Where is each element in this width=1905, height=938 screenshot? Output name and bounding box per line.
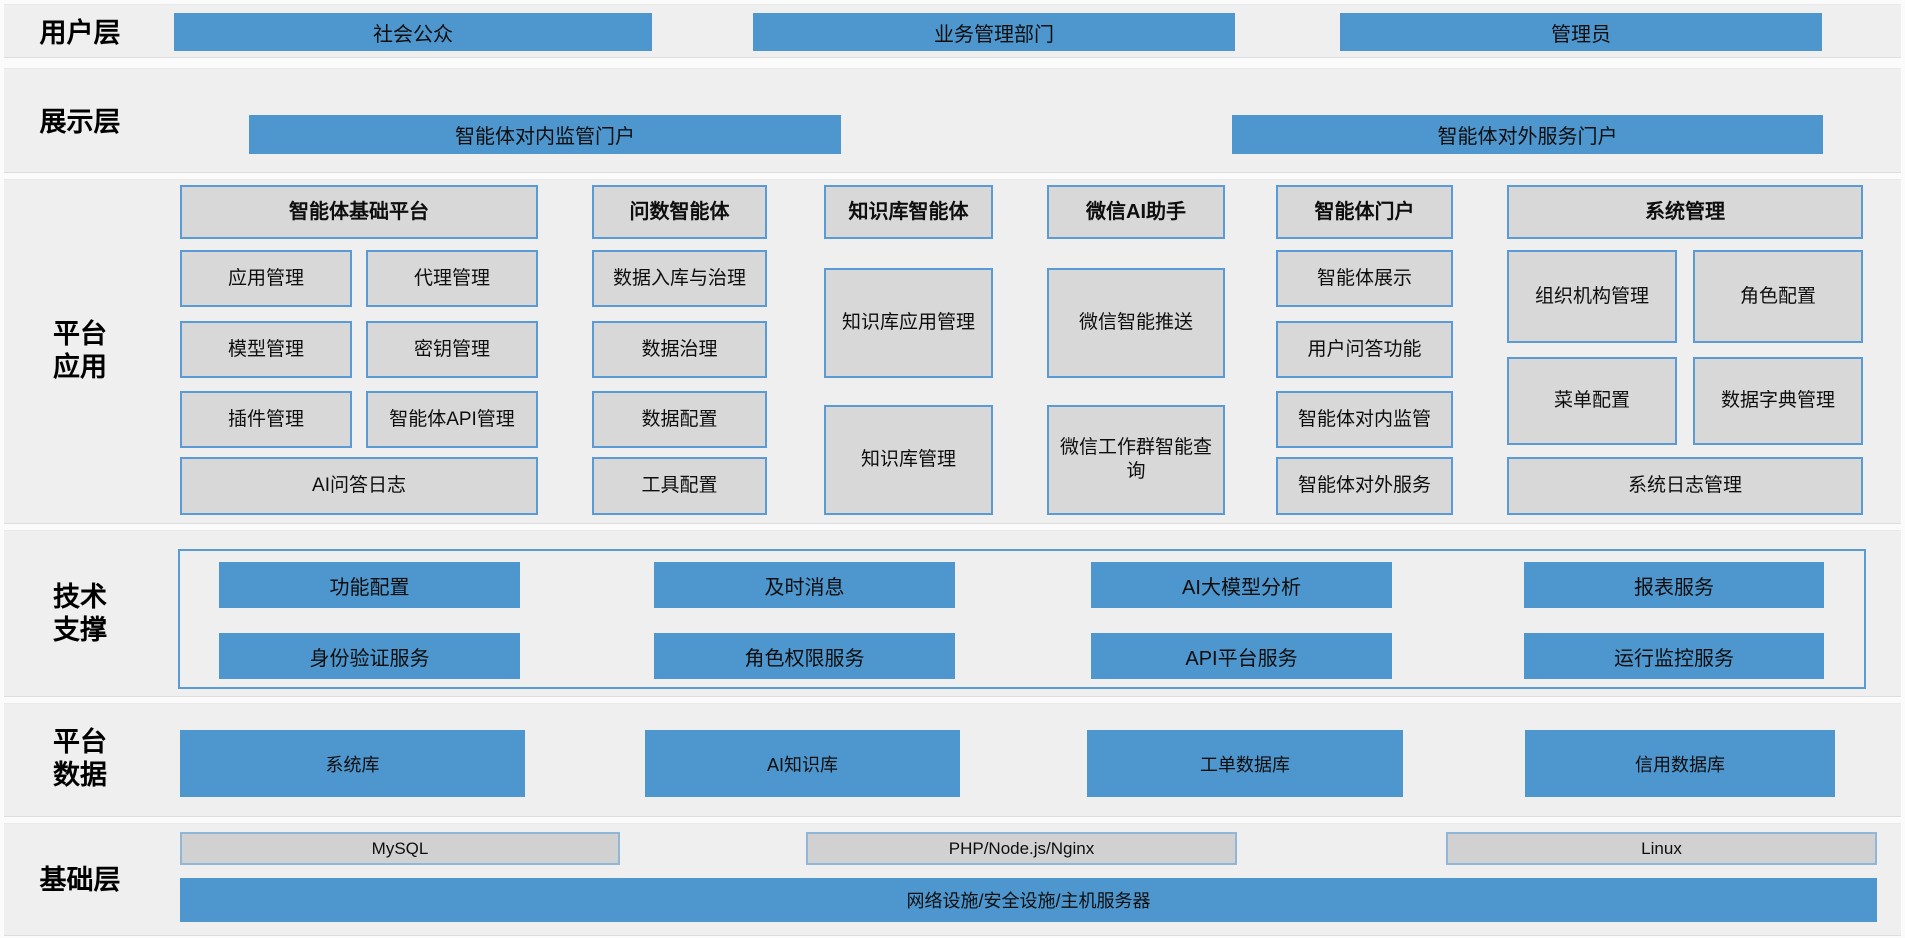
box-data-config: 数据配置: [592, 391, 767, 448]
bar-ticket-db: 工单数据库: [1087, 730, 1403, 797]
box-data-dictionary: 数据字典管理: [1693, 357, 1863, 445]
bar-api-platform: API平台服务: [1091, 633, 1392, 679]
box-data-ingest-governance: 数据入库与治理: [592, 250, 767, 307]
layer-user: 用户层 社会公众 业务管理部门 管理员: [4, 4, 1901, 58]
box-org-management: 组织机构管理: [1507, 250, 1677, 343]
box-app-management: 应用管理: [180, 250, 352, 307]
box-agent-api-management: 智能体API管理: [366, 391, 538, 448]
bar-admin: 管理员: [1340, 13, 1822, 51]
bar-ops-monitoring: 运行监控服务: [1524, 633, 1824, 679]
bar-function-config: 功能配置: [219, 562, 520, 608]
box-role-config: 角色配置: [1693, 250, 1863, 343]
layer-label-line1: 技术: [53, 582, 107, 612]
box-kb-app-management: 知识库应用管理: [824, 268, 993, 378]
bar-linux: Linux: [1446, 832, 1877, 865]
bar-network-security-host: 网络设施/安全设施/主机服务器: [180, 878, 1877, 922]
box-system-log: 系统日志管理: [1507, 457, 1863, 515]
layer-infrastructure: 基础层 MySQL PHP/Node.js/Nginx Linux 网络设施/安…: [4, 823, 1901, 936]
layer-label-line2: 数据: [53, 759, 107, 790]
bar-public: 社会公众: [174, 13, 652, 51]
bar-role-permission: 角色权限服务: [654, 633, 955, 679]
box-wechat-group-query: 微信工作群智能查询: [1047, 405, 1225, 515]
group-header-agent-base-platform: 智能体基础平台: [180, 185, 538, 239]
bar-instant-message: 及时消息: [654, 562, 955, 608]
box-tool-config: 工具配置: [592, 457, 767, 515]
bar-ai-knowledge-db: AI知识库: [645, 730, 960, 797]
bar-system-db: 系统库: [180, 730, 525, 797]
box-agent-external-service: 智能体对外服务: [1276, 457, 1453, 515]
bar-internal-portal: 智能体对内监管门户: [249, 115, 841, 154]
layer-label-display: 展示层: [39, 107, 121, 137]
box-agent-showcase: 智能体展示: [1276, 250, 1453, 307]
layer-label-line2: 应用: [53, 351, 107, 382]
box-data-governance: 数据治理: [592, 321, 767, 378]
tech-support-frame: [178, 549, 1866, 689]
layer-display: 展示层 智能体对内监管门户 智能体对外服务门户: [4, 68, 1901, 173]
layer-tech-support: 技术 支撑 功能配置 及时消息 AI大模型分析 报表服务 身份验证服务 角色权限…: [4, 530, 1901, 697]
layer-label-data: 平台 数据: [4, 726, 156, 792]
box-ai-qa-log: AI问答日志: [180, 457, 538, 515]
layer-platform-app: 平台 应用 智能体基础平台 应用管理 代理管理 模型管理 密钥管理 插件管理 智…: [4, 179, 1901, 524]
box-agent-management: 代理管理: [366, 250, 538, 307]
bar-mysql: MySQL: [180, 832, 620, 865]
layer-label-line1: 平台: [53, 727, 107, 757]
layer-platform-data: 平台 数据 系统库 AI知识库 工单数据库 信用数据库: [4, 703, 1901, 817]
layer-label-tech: 技术 支撑: [4, 581, 156, 647]
box-kb-management: 知识库管理: [824, 405, 993, 515]
layer-label-user: 用户层: [39, 18, 121, 48]
box-user-qa: 用户问答功能: [1276, 321, 1453, 378]
layer-label-platform-app: 平台 应用: [4, 318, 156, 384]
layer-label-line2: 支撑: [53, 614, 107, 645]
group-header-kb-agent: 知识库智能体: [824, 185, 993, 239]
layer-label-line1: 平台: [53, 319, 107, 349]
box-agent-internal-supervision: 智能体对内监管: [1276, 391, 1453, 448]
box-model-management: 模型管理: [180, 321, 352, 378]
layer-label-infra: 基础层: [39, 865, 121, 895]
bar-identity-verification: 身份验证服务: [219, 633, 520, 679]
bar-business-dept: 业务管理部门: [753, 13, 1235, 51]
bar-credit-db: 信用数据库: [1525, 730, 1835, 797]
box-wechat-smart-push: 微信智能推送: [1047, 268, 1225, 378]
group-header-wechat-ai: 微信AI助手: [1047, 185, 1225, 239]
box-plugin-management: 插件管理: [180, 391, 352, 448]
box-menu-config: 菜单配置: [1507, 357, 1677, 445]
bar-external-portal: 智能体对外服务门户: [1232, 115, 1823, 154]
bar-php-node-nginx: PHP/Node.js/Nginx: [806, 832, 1237, 865]
group-header-system-management: 系统管理: [1507, 185, 1863, 239]
group-header-data-query-agent: 问数智能体: [592, 185, 767, 239]
bar-report-service: 报表服务: [1524, 562, 1824, 608]
box-key-management: 密钥管理: [366, 321, 538, 378]
bar-ai-llm-analysis: AI大模型分析: [1091, 562, 1392, 608]
group-header-agent-portal: 智能体门户: [1276, 185, 1453, 239]
